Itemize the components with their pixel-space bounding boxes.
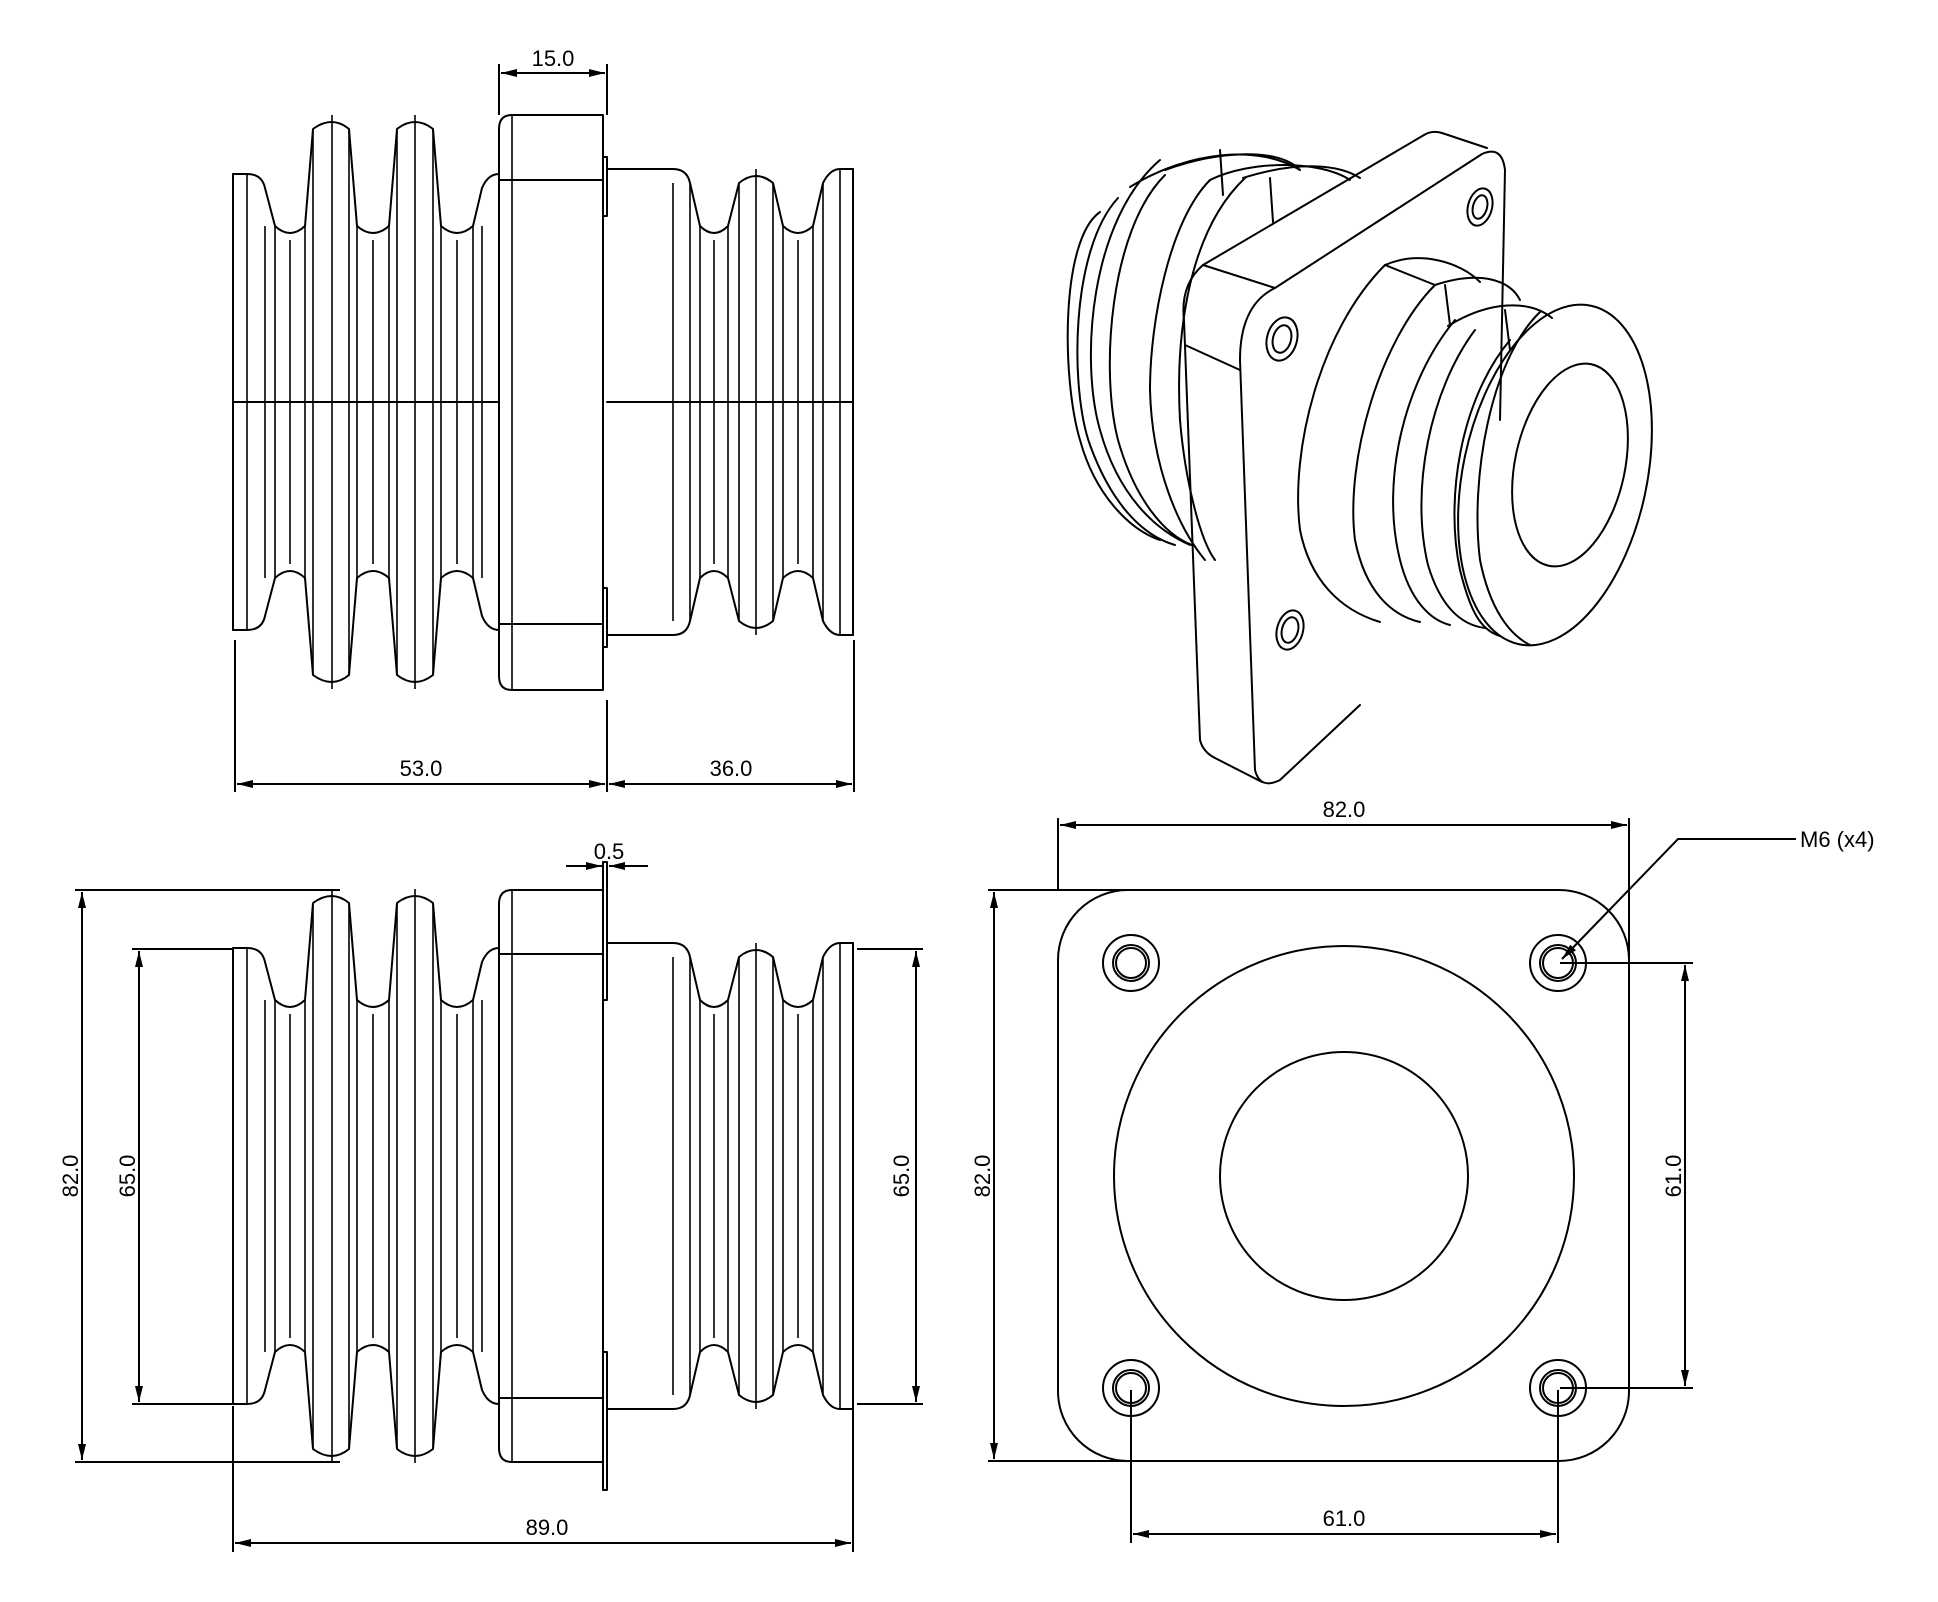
dimension-hole-spacing-horizontal: 61.0 bbox=[1130, 1390, 1559, 1543]
iso-hub-outer bbox=[1297, 264, 1386, 623]
right-bellows-top-profile bbox=[606, 942, 854, 1008]
iso-flange-side-edge bbox=[1184, 344, 1241, 371]
dim-text-36: 36.0 bbox=[710, 756, 753, 781]
side-view-bottom bbox=[232, 861, 854, 1491]
dimension-end-diameter-right: 65.0 bbox=[857, 948, 923, 1405]
dimension-flange-thickness: 15.0 bbox=[498, 46, 608, 115]
iso-front-bore bbox=[1511, 362, 1629, 568]
iso-flange-left-back-edge bbox=[1182, 264, 1263, 783]
gasket-plate-top bbox=[602, 861, 608, 1001]
mounting-hole-thread bbox=[1112, 944, 1150, 982]
gasket-plate-top bbox=[602, 156, 608, 217]
dimension-overall-length: 89.0 bbox=[232, 1406, 854, 1552]
left-bellows-top-profile bbox=[232, 121, 500, 234]
iso-rear-ring-3 bbox=[1089, 159, 1191, 546]
dimension-plate-step: 0.5 bbox=[566, 839, 648, 870]
iso-hole-1-outer bbox=[1265, 316, 1299, 362]
mounting-hole-bore bbox=[1115, 947, 1147, 979]
dim-text-89: 89.0 bbox=[526, 1515, 569, 1540]
right-bellows-bottom-profile bbox=[606, 570, 854, 636]
iso-front-fin-1 bbox=[1392, 319, 1456, 626]
callout-text-m6: M6 (x4) bbox=[1800, 827, 1875, 852]
iso-rear-seam-2 bbox=[1269, 177, 1274, 223]
hub-outer-circle bbox=[1113, 945, 1575, 1407]
iso-hub-ring-top-1 bbox=[1434, 276, 1521, 301]
dim-text-82-height: 82.0 bbox=[970, 1155, 995, 1198]
hub-bore-circle bbox=[1219, 1051, 1469, 1301]
dim-text-0-5: 0.5 bbox=[594, 839, 625, 864]
iso-hole-2-outer bbox=[1466, 187, 1494, 227]
dim-text-53: 53.0 bbox=[400, 756, 443, 781]
iso-front-seam bbox=[1504, 309, 1511, 351]
iso-rear-seam-1 bbox=[1219, 149, 1224, 196]
iso-rear-ring-4 bbox=[1108, 174, 1193, 546]
left-bellows-bottom-profile bbox=[232, 1344, 500, 1457]
dimension-hole-spacing-vertical: 61.0 bbox=[1560, 962, 1693, 1389]
iso-front-fin-top-1 bbox=[1447, 304, 1553, 327]
left-bellows-bottom-profile bbox=[232, 570, 500, 683]
iso-flange-front-top-edge bbox=[1274, 150, 1506, 421]
dimension-overall-height-side: 82.0 bbox=[58, 889, 340, 1463]
iso-rear-ring-2 bbox=[1076, 197, 1176, 546]
iso-hole-3-outer bbox=[1275, 609, 1305, 651]
iso-flange-top-side-edge bbox=[1202, 264, 1276, 289]
iso-front-fin-2 bbox=[1420, 329, 1486, 629]
side-view-top bbox=[232, 114, 854, 691]
dimension-flange-width: 82.0 bbox=[1057, 797, 1630, 1176]
iso-front-fin-3 bbox=[1453, 339, 1511, 637]
flange-block bbox=[498, 889, 604, 1463]
iso-front-face-outer bbox=[1457, 303, 1653, 647]
iso-rear-ring-5 bbox=[1149, 179, 1211, 561]
right-bellows-bottom-profile bbox=[606, 1344, 854, 1410]
dim-text-61-vertical: 61.0 bbox=[1661, 1155, 1686, 1198]
isometric-view bbox=[1066, 130, 1653, 785]
flange-block bbox=[498, 114, 604, 691]
iso-hub-seam-2 bbox=[1444, 284, 1451, 326]
mounting-hole-counterbore bbox=[1102, 934, 1160, 992]
dim-text-82-side: 82.0 bbox=[58, 1155, 83, 1198]
iso-hole-3-inner bbox=[1280, 616, 1300, 644]
dimension-section-lengths: 53.0 36.0 bbox=[234, 640, 855, 792]
dim-text-61-horizontal: 61.0 bbox=[1323, 1506, 1366, 1531]
dimension-end-diameter-left: 65.0 bbox=[115, 948, 232, 1405]
iso-hub-ring-1 bbox=[1352, 284, 1436, 623]
gasket-plate-bottom bbox=[602, 587, 608, 648]
iso-rear-ring-6 bbox=[1178, 177, 1246, 561]
iso-hub-top bbox=[1384, 257, 1481, 283]
iso-hole-1-inner bbox=[1271, 324, 1293, 354]
front-view-flange bbox=[1057, 889, 1630, 1462]
right-bellows-top-profile bbox=[606, 168, 854, 234]
iso-rear-fin-top-3 bbox=[1242, 165, 1361, 179]
left-bellows-top-profile bbox=[232, 895, 500, 1008]
dim-text-65-right: 65.0 bbox=[889, 1155, 914, 1198]
iso-hub-seam bbox=[1384, 264, 1436, 286]
dim-text-65-left: 65.0 bbox=[115, 1155, 140, 1198]
iso-flange-front-left-edge bbox=[1239, 287, 1361, 785]
dim-text-15: 15.0 bbox=[532, 46, 575, 71]
callout-mounting-holes: M6 (x4) bbox=[1561, 827, 1875, 960]
iso-rear-fin-top-2 bbox=[1129, 153, 1301, 188]
dimension-flange-height: 82.0 bbox=[970, 889, 1130, 1462]
iso-front-rim bbox=[1476, 311, 1541, 646]
dim-text-82-width: 82.0 bbox=[1323, 797, 1366, 822]
iso-hole-2-inner bbox=[1471, 194, 1489, 220]
iso-rear-ring-1 bbox=[1066, 211, 1161, 541]
gasket-plate-bottom bbox=[602, 1351, 608, 1491]
iso-flange-top-back-edge bbox=[1202, 130, 1488, 266]
iso-rear-fin-top-4 bbox=[1209, 164, 1351, 181]
